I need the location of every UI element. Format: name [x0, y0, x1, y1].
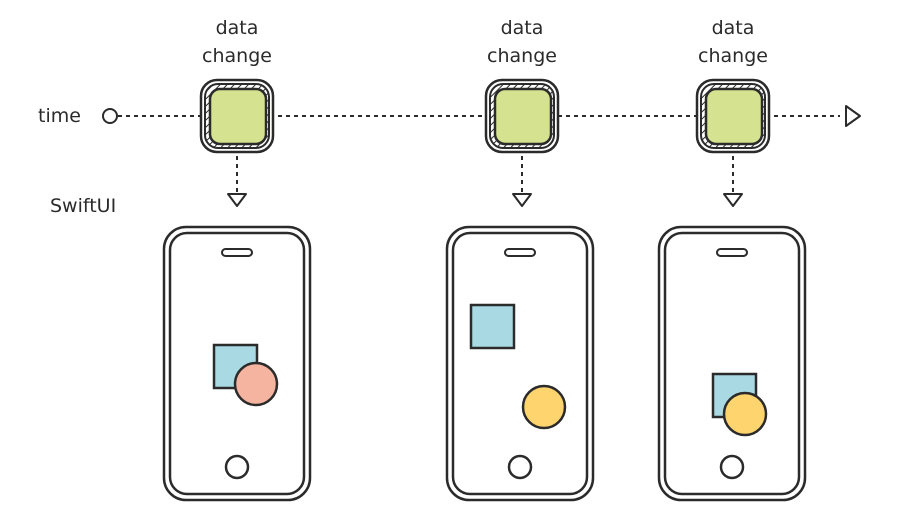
phone-speaker: [504, 248, 536, 257]
phone-home-button: [507, 454, 533, 480]
event-label-line2: change: [698, 45, 768, 67]
data-change-event-2: data change: [484, 17, 560, 207]
phone-speaker: [716, 248, 748, 257]
circle-shape: [521, 384, 567, 430]
event-label-line1: data: [501, 17, 544, 39]
phone-3: [657, 225, 807, 502]
event-arrow-down: [512, 193, 532, 207]
timeline-end-arrow: [845, 105, 861, 127]
event-label-line2: change: [202, 45, 272, 67]
phone-screen: [451, 231, 589, 496]
phone-1: [162, 225, 312, 502]
swiftui-label: SwiftUI: [50, 195, 116, 217]
event-arrow-down: [227, 193, 247, 207]
data-change-event-1: data change: [199, 17, 275, 207]
circle-shape: [233, 361, 279, 407]
phone-home-button: [719, 454, 745, 480]
event-data-block: [208, 87, 268, 146]
event-data-block: [704, 87, 764, 146]
event-label-line2: change: [487, 45, 557, 67]
phone-screen: [663, 231, 801, 496]
event-label-line1: data: [216, 17, 259, 39]
phone-2: [445, 225, 595, 502]
square-shape: [469, 303, 516, 350]
phone-speaker: [221, 248, 253, 257]
event-label-line1: data: [712, 17, 755, 39]
circle-shape: [722, 391, 768, 437]
time-label: time: [38, 105, 81, 127]
phone-home-button: [224, 454, 250, 480]
event-data-block: [493, 87, 553, 146]
timeline-start-marker: [102, 108, 118, 124]
event-arrow-down: [723, 193, 743, 207]
data-change-event-3: data change: [695, 17, 771, 207]
